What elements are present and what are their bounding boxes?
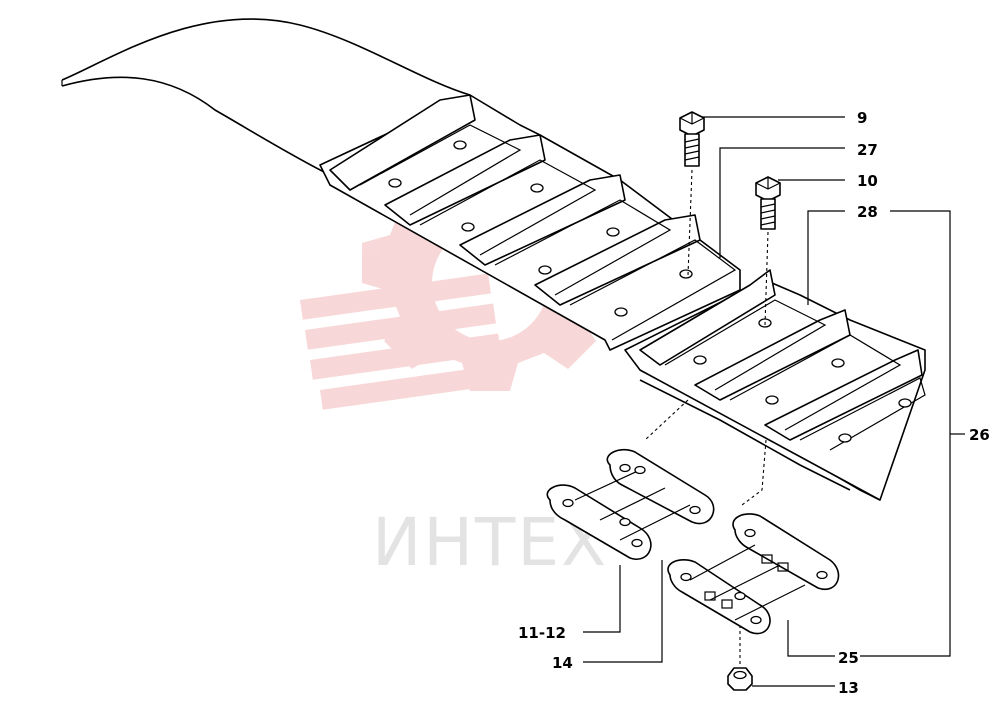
track-plate-upper bbox=[319, 94, 741, 351]
bolt-10 bbox=[755, 176, 781, 230]
callout-27: 27 bbox=[857, 141, 878, 159]
assembly-line-bolt-10 bbox=[741, 231, 769, 506]
callout-9: 9 bbox=[857, 109, 867, 127]
callout-14: 14 bbox=[552, 654, 573, 672]
callout-26: 26 bbox=[969, 426, 990, 444]
callout-10: 10 bbox=[857, 172, 878, 190]
callout-28: 28 bbox=[857, 203, 878, 221]
callout-25: 25 bbox=[838, 649, 859, 667]
nut-13 bbox=[727, 667, 753, 691]
track-shoe-lower bbox=[624, 269, 926, 501]
bolt-9 bbox=[679, 111, 705, 167]
callout-13: 13 bbox=[838, 679, 859, 697]
chain-link-left bbox=[546, 448, 715, 561]
chain-link-right bbox=[667, 513, 840, 635]
callout-11-12: 11-12 bbox=[518, 624, 566, 642]
leader-lines bbox=[583, 116, 965, 687]
assembly-line-bolt-9 bbox=[644, 169, 693, 441]
